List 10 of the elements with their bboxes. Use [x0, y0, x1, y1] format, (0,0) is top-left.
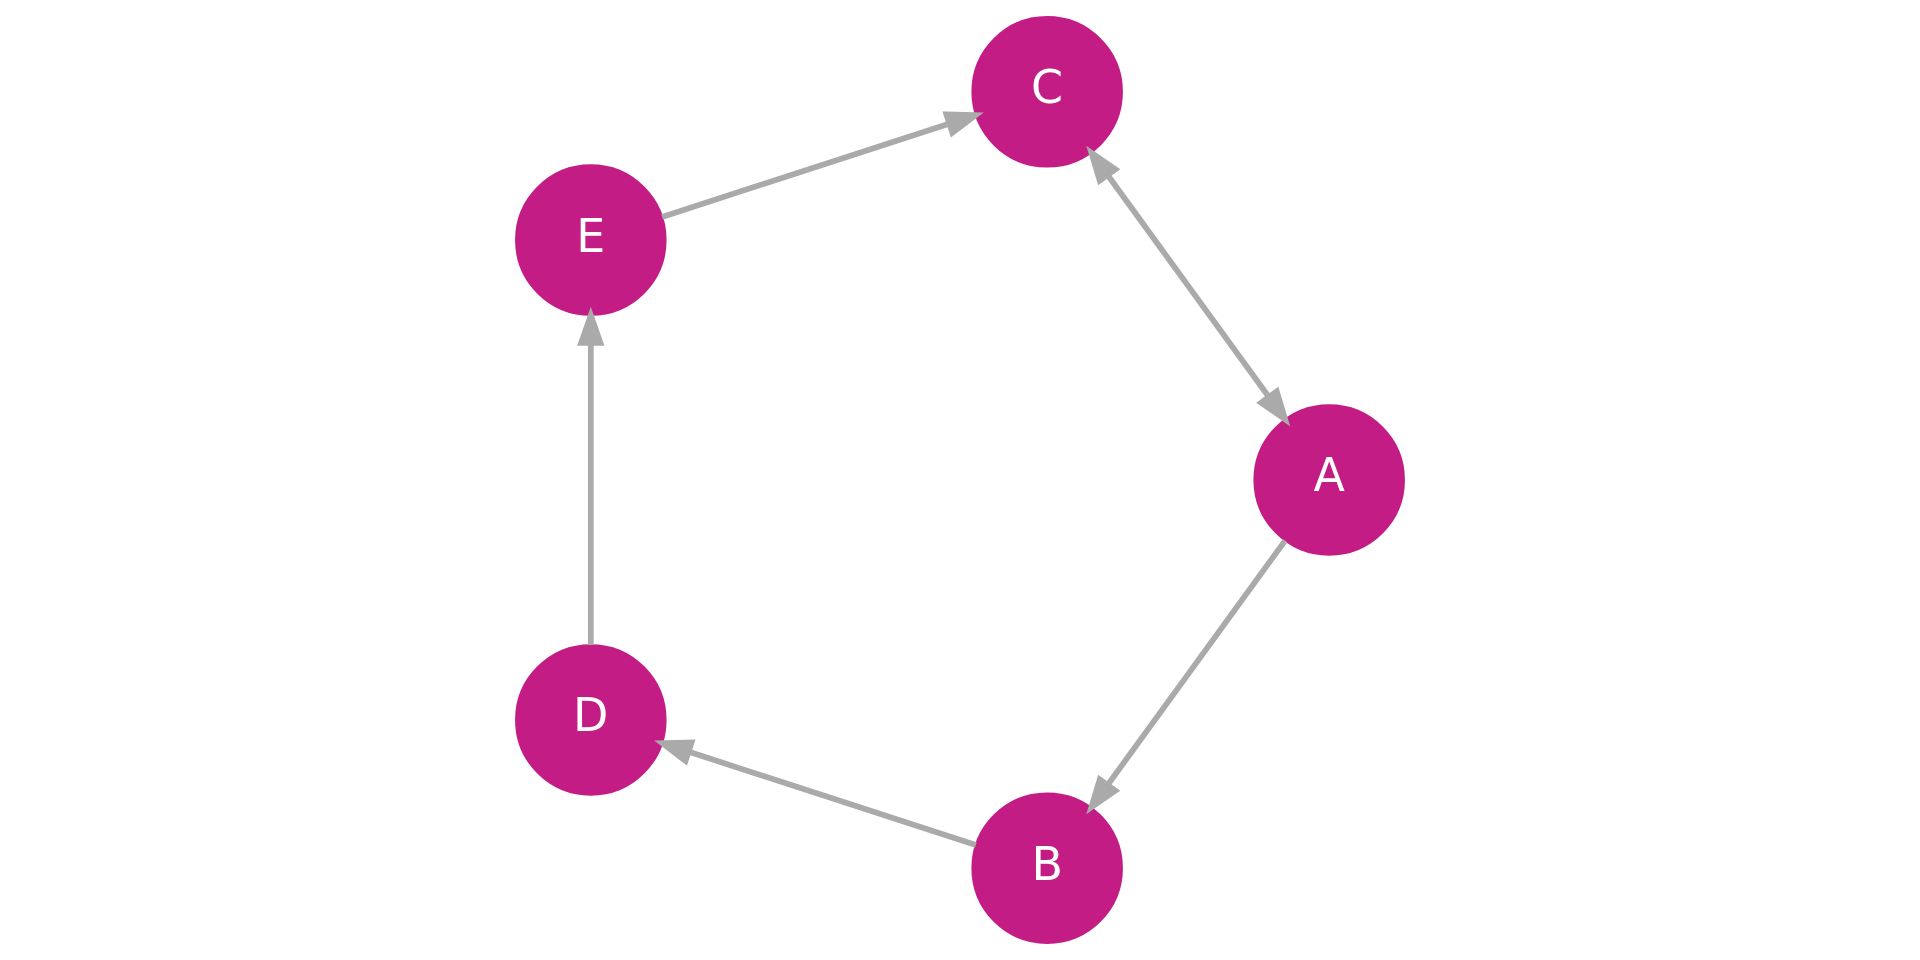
- node-circle: B: [971, 792, 1123, 944]
- arrow: [1086, 538, 1288, 815]
- arrow: [654, 739, 977, 848]
- arrow: [661, 111, 984, 220]
- arrow: [1086, 145, 1291, 427]
- node-circle: E: [515, 164, 667, 316]
- node-circle: A: [1253, 404, 1405, 556]
- arrow: [577, 306, 605, 645]
- node-circle: D: [515, 644, 667, 796]
- node-circle: C: [971, 16, 1123, 168]
